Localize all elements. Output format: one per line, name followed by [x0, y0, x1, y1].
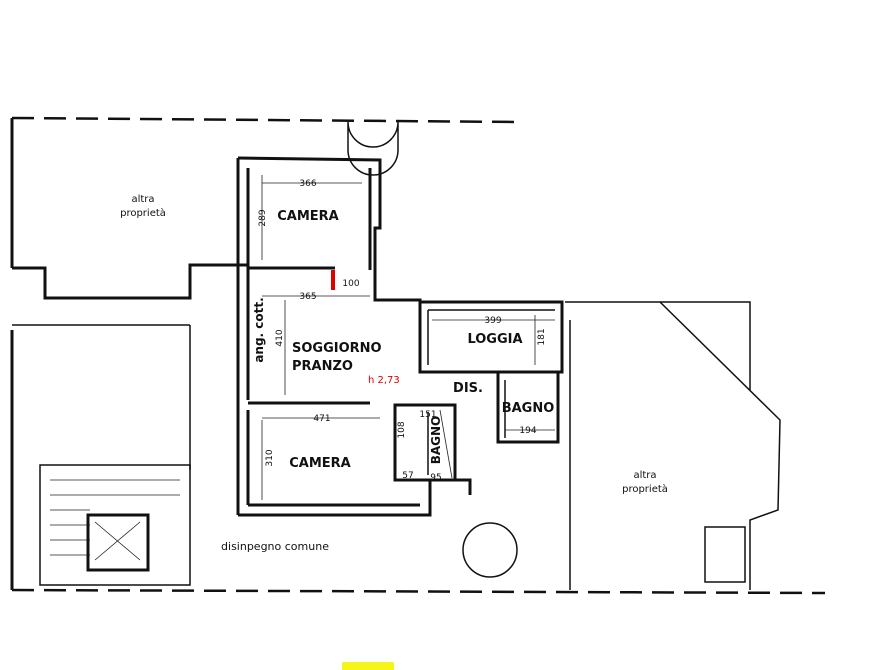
- legend-yellow-swatch: [342, 662, 394, 670]
- dim-loggia-height: 181: [537, 328, 547, 345]
- dim-camera-bottom-width: 471: [313, 414, 330, 424]
- dim-camera-top-width: 366: [299, 179, 316, 189]
- room-loggia: LOGGIA: [467, 332, 522, 347]
- dim-soggiorno-height: 410: [275, 329, 285, 346]
- room-soggiorno-line1: SOGGIORNO: [292, 341, 382, 356]
- dim-bagno-small-a: 57: [402, 471, 413, 481]
- ceiling-height: h 2,73: [368, 375, 400, 386]
- dim-soggiorno-width: 365: [299, 292, 316, 302]
- dim-door: 100: [342, 279, 359, 289]
- room-soggiorno-line2: PRANZO: [292, 359, 353, 374]
- disimpegno-comune: disinpegno comune: [221, 540, 329, 553]
- building-outline: [10, 116, 826, 595]
- stairwell: [39, 464, 518, 586]
- room-dis: DIS.: [453, 381, 483, 396]
- right-property-outline: [565, 301, 781, 590]
- dim-bagno-small-height: 108: [397, 421, 407, 438]
- room-bagno-small: BAGNO: [429, 416, 443, 465]
- altra-top-line1: altra: [131, 194, 154, 205]
- dim-loggia-width: 399: [484, 316, 501, 326]
- altra-right-line1: altra: [633, 470, 656, 481]
- altra-right-line2: proprietà: [622, 483, 668, 495]
- apartment-walls: [236, 156, 564, 517]
- room-bagno-right: BAGNO: [502, 401, 555, 416]
- dim-bagno-right-width: 194: [519, 426, 536, 436]
- dim-bagno-small-b: 95: [430, 473, 441, 483]
- room-camera-bottom: CAMERA: [289, 456, 351, 471]
- room-camera-top: CAMERA: [277, 209, 339, 224]
- room-angolo-cottura: ang. cott.: [252, 297, 266, 362]
- dim-bagno-small-width: 151: [419, 410, 436, 420]
- dimension-lines: [261, 175, 555, 500]
- dim-camera-top-height: 289: [258, 209, 268, 226]
- dim-camera-bottom-height: 310: [265, 449, 275, 466]
- altra-top-line2: proprietà: [120, 207, 166, 219]
